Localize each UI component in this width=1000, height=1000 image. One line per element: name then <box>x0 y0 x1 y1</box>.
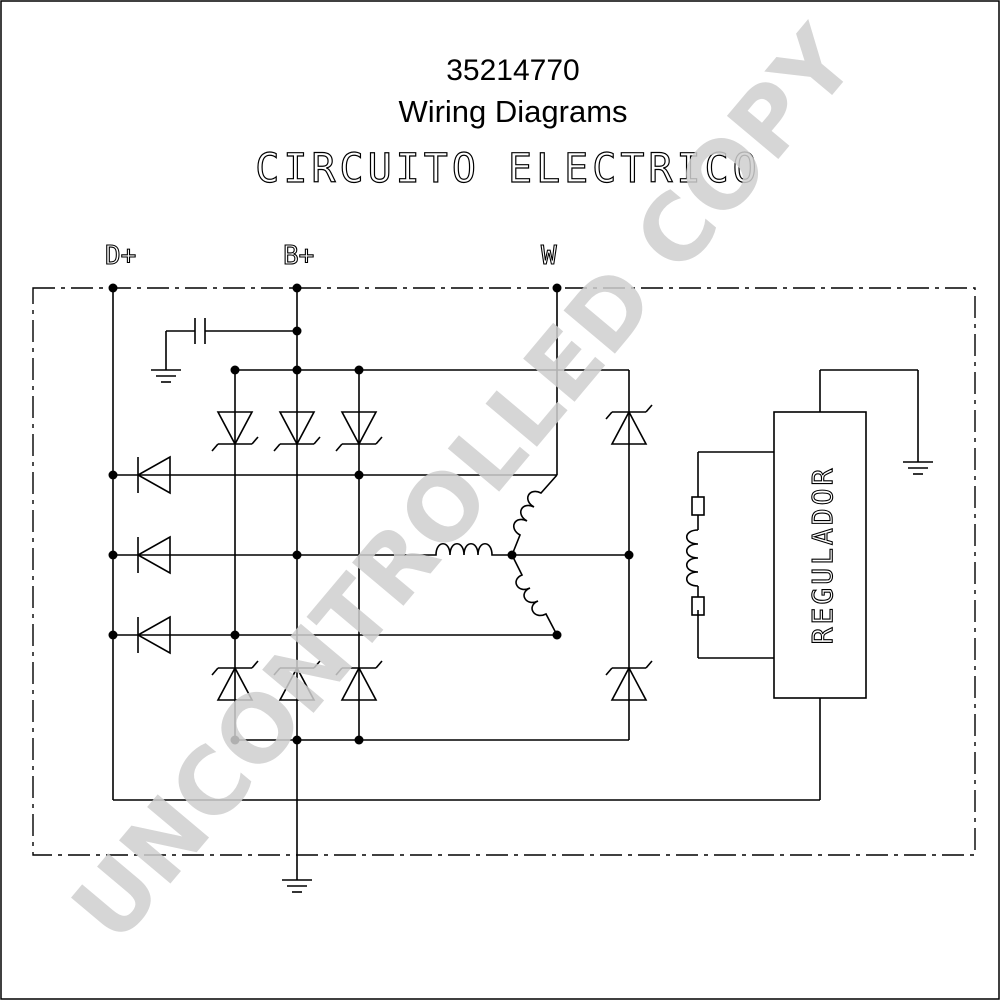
ground-symbol-main <box>282 879 312 893</box>
diode-bottom-3 <box>335 660 383 701</box>
exciter-diode-1 <box>136 455 171 495</box>
regulator-label: REGULADOR <box>806 466 839 645</box>
diode-top-3 <box>335 411 383 452</box>
terminal-b-plus-label: B+ <box>283 241 314 271</box>
stator-winding-upper <box>511 474 558 556</box>
capacitor <box>194 318 206 344</box>
alternator-housing-outline <box>32 287 976 856</box>
ground-symbol-regulator <box>903 461 933 475</box>
diode-top-1 <box>211 411 259 452</box>
diagram-subtitle: CIRCUITO ELECTRICO <box>255 146 760 192</box>
junction-dots <box>108 283 634 745</box>
diode-top-4 <box>605 404 653 445</box>
regulator-box <box>773 411 867 699</box>
stator-winding-lower <box>511 554 558 636</box>
part-number: 35214770 <box>446 54 579 87</box>
diagram-title: Wiring Diagrams <box>398 94 627 129</box>
stator-winding-horizontal <box>420 542 512 556</box>
ground-symbol-capacitor <box>151 369 181 383</box>
diode-bottom-2 <box>273 660 321 701</box>
exciter-diode-2 <box>136 535 171 575</box>
diode-top-2 <box>273 411 321 452</box>
terminal-d-plus-label: D+ <box>105 241 136 271</box>
diode-bottom-1 <box>211 660 259 701</box>
diode-bottom-4 <box>605 660 653 701</box>
exciter-diode-3 <box>136 615 171 655</box>
terminal-w-label: W <box>541 241 557 271</box>
field-winding <box>685 496 705 616</box>
